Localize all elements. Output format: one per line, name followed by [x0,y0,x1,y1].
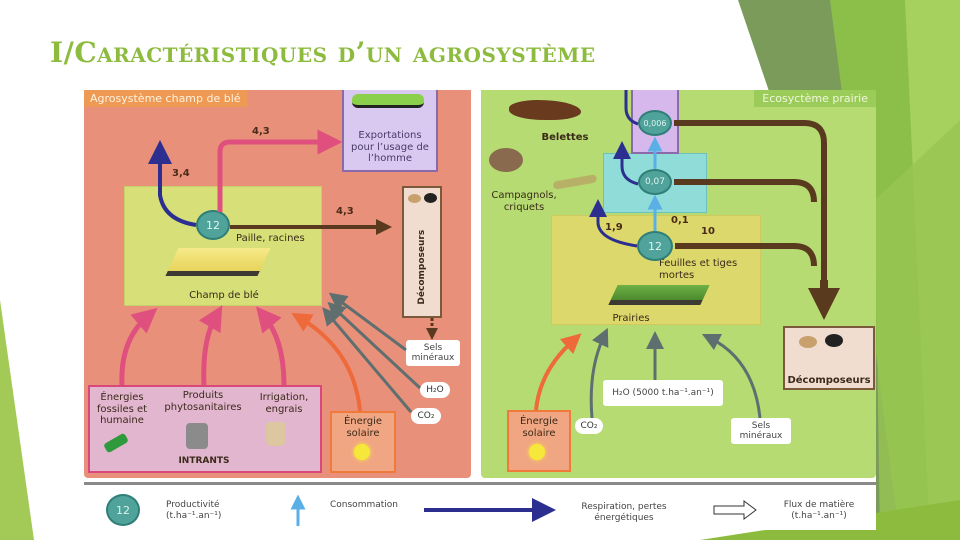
input-irrigation: Irrigation, engrais [259,392,309,415]
harvester-icon [352,94,424,108]
weasel-label: Belettes [541,132,589,143]
sun-icon-left [354,444,370,460]
solar-box-right [507,410,571,472]
prairie-tag: Ecosyctème prairie [754,90,876,107]
barrel-icon [186,423,208,449]
straw-label: Paille, racines [236,233,305,244]
consumption-value: 0,1 [671,215,689,226]
input-arrow-3 [256,306,287,386]
herbivore-productivity: 0,07 [638,169,672,195]
prairie-label: Prairies [612,313,650,324]
respiration-value-right: 1,9 [605,222,623,233]
input-arrow-1 [119,307,158,386]
legend-divider [84,482,876,485]
legend-consumption: Consommation [330,500,398,510]
field-label: Champ de blé [189,290,259,301]
beetle-icon-right [825,334,843,347]
respiration-arrow-left [148,140,197,227]
co2-arrow-right [589,327,609,419]
agrosystem-tag: Agrosystème champ de blé [84,90,247,107]
legend-respiration: Respiration, pertes énergétiques [581,502,667,523]
input-phytosanitary: Produits phytosanitaires [164,390,242,413]
beetle-icon [424,193,437,203]
solar-label-right: Énergie solaire [519,416,559,439]
agrosystem-diagram: Agrosystème champ de blé Champ de blé Pa… [84,90,876,530]
respiration-arrow-prairie [589,199,638,248]
salts-arrow-right [701,333,762,419]
input-arrow-2 [198,305,223,386]
vole-icon [489,148,523,172]
facet-left [0,300,34,540]
dead-matter-flow-herbivore [674,179,817,203]
water-arrow-left [327,301,422,390]
legend-matter-flow: Flux de matière (t.ha⁻¹.an⁻¹) [783,500,855,521]
dead-matter-value: 10 [701,226,715,237]
dead-matter-label: Feuilles et tiges mortes [659,258,738,281]
mite-icon-right [799,336,817,348]
respiration-arrow-weasel [624,90,639,126]
export-arrow [217,129,343,212]
mineral-salts-right: Sels minéraux [731,418,791,444]
wheat-field-box [124,186,322,306]
water-box-right: H₂O (5000 t.ha⁻¹.an⁻¹) [603,380,723,406]
mineral-salts-left: Sels minéraux [406,340,460,366]
solar-arrow-right [534,333,582,411]
export-value: 4,3 [252,126,270,137]
mite-icon [408,194,421,203]
solar-box-left [330,411,396,473]
prairie-panel: Ecosyctème prairie Prairies Feuilles et … [481,90,876,478]
water-pill-left: H₂O [420,382,450,398]
respiration-value-left: 3,4 [172,168,190,179]
legend-productivity: Productivité (t.ha⁻¹.an⁻¹) [166,500,222,521]
solar-arrow-left [291,312,362,412]
decomposer-flow-value: 4,3 [336,206,354,217]
legend-productivity-sample: 12 [106,494,140,526]
co2-pill-right: CO₂ [575,418,603,434]
sack-icon [266,422,286,446]
slide-title: I/Caractéristiques d’un agrosystème [50,36,596,69]
inputs-group-label: INTRANTS [178,456,230,466]
flow-arrows [119,90,840,526]
prairie-productivity: 12 [637,231,673,261]
co2-arrow-left [322,307,413,413]
input-fossil-energy: Énergies fossiles et humaine [96,392,148,426]
facet-lower [875,120,960,540]
dead-matter-flow-prairie [675,243,817,267]
export-label: Exportations pour l’usage de l’homme [351,130,429,164]
sun-icon-right [529,444,545,460]
herbivores-label: Campagnols, criquets [491,190,557,213]
weasel-icon [509,100,581,120]
co2-pill-left: CO₂ [411,408,441,424]
salts-arrow-left [328,292,407,352]
decomposer-box [402,186,442,318]
weasel-productivity: 0,006 [638,110,672,136]
decomposer-label-right: Décomposeurs [787,375,871,386]
legend-matter-flow-arrow [713,500,757,520]
dead-matter-flow-weasel [674,120,827,290]
respiration-arrow-herbivore [613,141,639,186]
solar-label-left: Énergie solaire [343,416,383,439]
wheat-productivity: 12 [196,210,230,240]
